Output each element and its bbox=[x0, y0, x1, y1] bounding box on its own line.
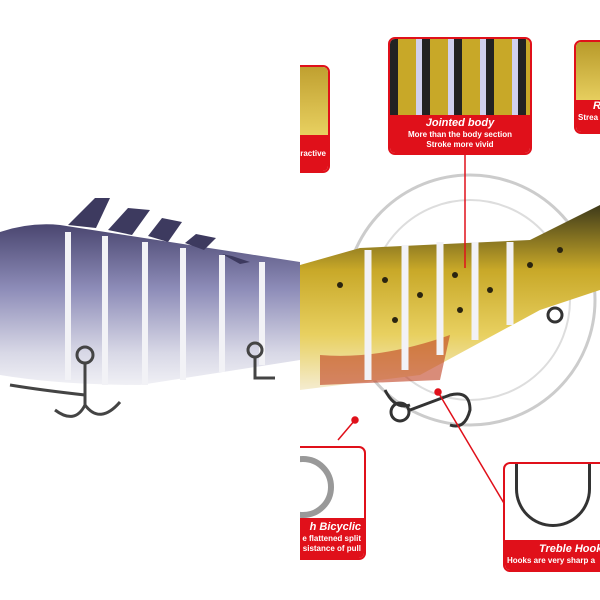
callout-title: Treble Hook bbox=[539, 543, 600, 555]
split-ring-icon bbox=[300, 456, 334, 518]
callout-treble-hook: Treble Hook Hooks are very sharp a bbox=[503, 462, 600, 572]
callout-streamline: R Strea bbox=[574, 40, 600, 134]
callout-text: ractive bbox=[300, 149, 326, 158]
callout-line: Stroke more vivid bbox=[426, 140, 494, 149]
callout-attractive: ractive bbox=[300, 65, 330, 173]
callout-title: R bbox=[593, 100, 600, 113]
purple-lure-photo bbox=[0, 198, 300, 418]
callout-line: Strea bbox=[578, 113, 599, 122]
callout-title: h Bicyclic bbox=[309, 521, 361, 533]
callout-line: sistance of pull bbox=[302, 544, 361, 553]
treble-hook-left bbox=[9, 341, 275, 418]
callout-lines bbox=[337, 153, 509, 511]
callout-jointed-body: Jointed body More than the body section … bbox=[388, 37, 532, 155]
golden-lure-infographic: ractive Jointed body More than the body … bbox=[300, 0, 600, 600]
callout-line: More than the body section bbox=[407, 130, 512, 139]
callout-title: Jointed body bbox=[425, 117, 495, 129]
hook-icon bbox=[515, 464, 591, 527]
callout-line: e flattened split bbox=[302, 534, 361, 543]
callout-split-ring: h Bicyclic e flattened split sistance of… bbox=[300, 446, 366, 560]
golden-lure-illustration bbox=[300, 153, 600, 511]
purple-lure-illustration bbox=[0, 198, 300, 418]
lure-body bbox=[300, 205, 600, 390]
callout-line: Hooks are very sharp a bbox=[507, 556, 596, 565]
